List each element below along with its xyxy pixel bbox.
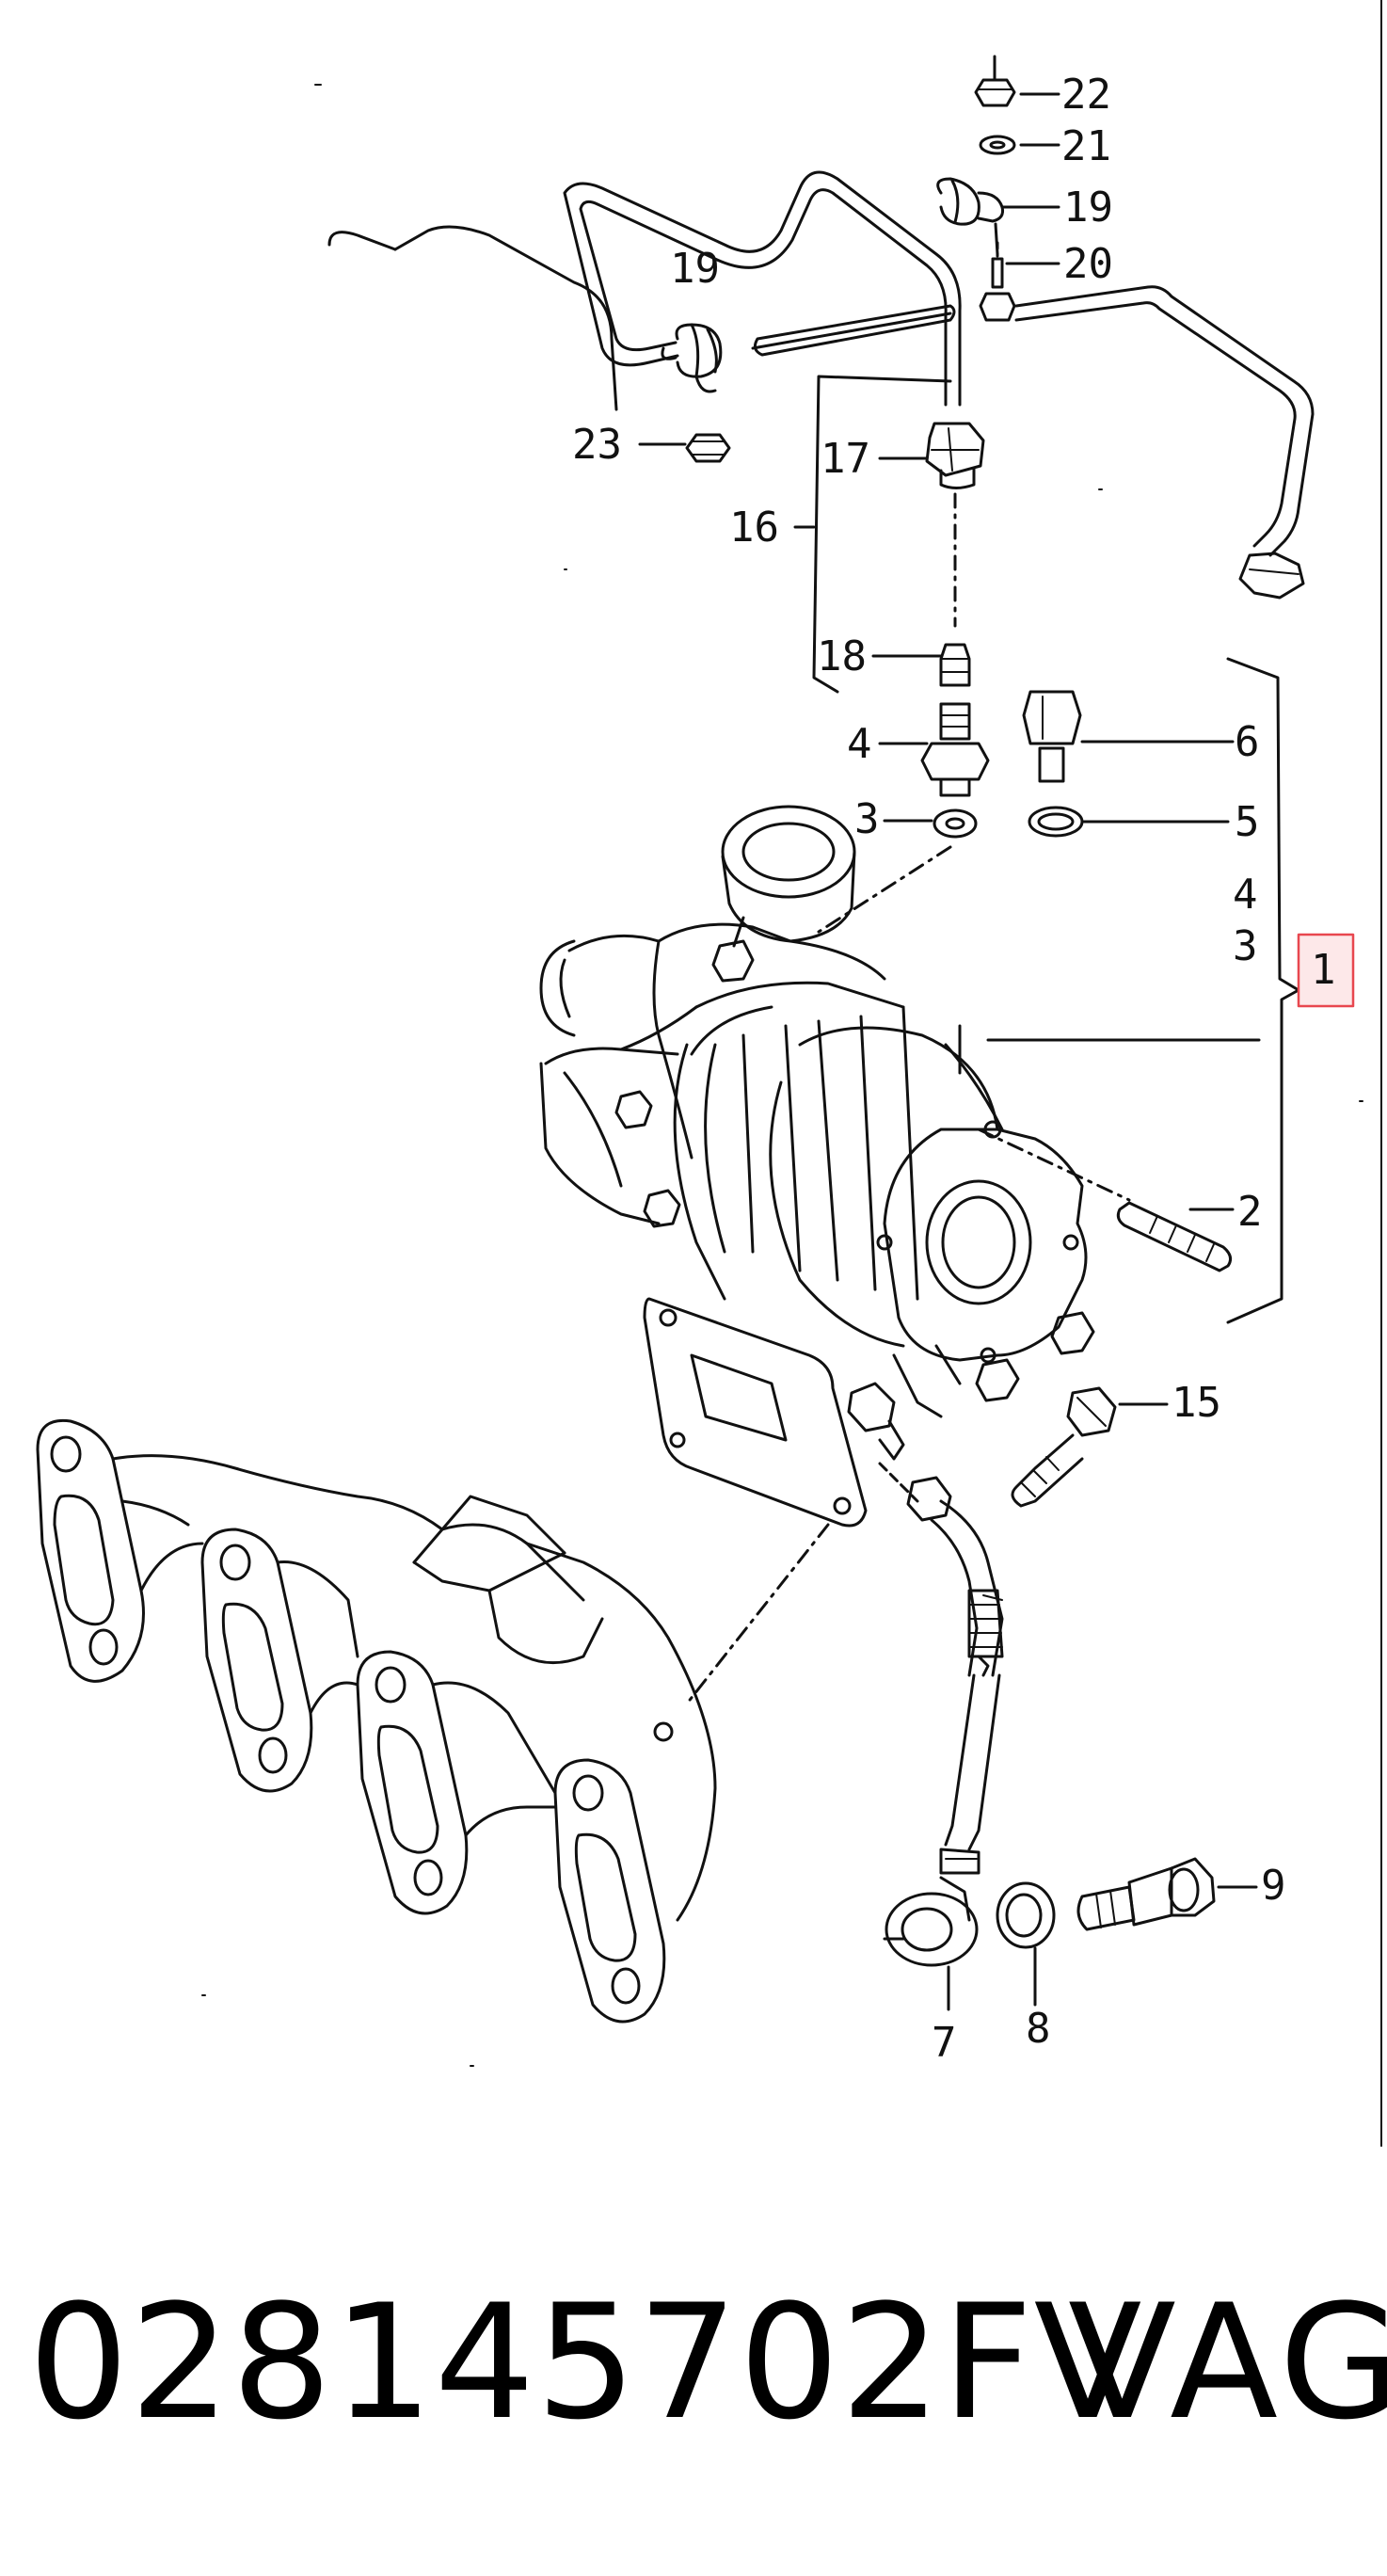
turbocharger	[539, 805, 1095, 1418]
turbo-gasket-plate	[643, 1297, 868, 1528]
callout-16: 16	[729, 504, 779, 552]
exhaust-manifold	[36, 1418, 717, 2024]
callout-20: 20	[1063, 240, 1113, 288]
nut-23	[685, 433, 731, 463]
oil-return-hose	[930, 1499, 1004, 1875]
washer-8	[996, 1881, 1056, 2007]
part-number: 028145702FV	[28, 2270, 1143, 2455]
oil-pipe-right	[1014, 285, 1315, 600]
banjo-fitting-7	[883, 1876, 979, 2011]
axis-line-3	[817, 845, 952, 934]
banjo-bolt-9	[1076, 1857, 1216, 1931]
callout-1-highlight	[1297, 933, 1355, 1008]
bolt-20	[979, 241, 1016, 322]
bolt-15	[1011, 1386, 1117, 1508]
callout-1: 1	[1311, 946, 1336, 994]
washer-5	[1028, 806, 1084, 838]
callout-21: 21	[1061, 122, 1111, 170]
nut-17	[925, 422, 985, 489]
oil-feed-pipe-upper	[327, 225, 618, 411]
callout-4: 4	[847, 720, 872, 768]
callout-9: 9	[1261, 1862, 1286, 1910]
callout-23: 23	[572, 421, 622, 469]
callout-22: 22	[1061, 71, 1111, 119]
brand-name: VAG	[1068, 2270, 1387, 2455]
callout-3: 3	[854, 795, 880, 843]
callout-8: 8	[1026, 2005, 1051, 2053]
scan-specks	[201, 84, 1363, 2067]
turbocharger-exploded-diagram: 22 21 19 20 19 23 17 16 18 4 6 3 5 4 3 1…	[36, 0, 1382, 2147]
washer-21	[979, 135, 1016, 155]
callout-18: 18	[817, 632, 867, 680]
fitting-6	[1022, 690, 1082, 783]
callout-5: 5	[1235, 798, 1260, 846]
callout-3-list: 3	[1233, 922, 1258, 970]
callout-2: 2	[1237, 1188, 1263, 1236]
nut-22	[974, 55, 1016, 107]
hose-clip-left	[661, 323, 723, 393]
callout-labels: 22 21 19 20 19 23 17 16 18 4 6 3 5 4 3 1…	[572, 71, 1336, 2067]
bracket-16	[793, 375, 952, 694]
fitting-18	[939, 643, 971, 687]
callout-6: 6	[1235, 718, 1260, 766]
stud-2	[1116, 1201, 1233, 1272]
part-footer: 028145702FV VAG	[28, 2270, 1387, 2455]
callout-19-top: 19	[1063, 184, 1113, 232]
hose-clip-top	[936, 177, 1004, 256]
axis-line-manifold	[685, 1523, 830, 1705]
oil-supply-pipe	[563, 170, 962, 407]
callout-15: 15	[1172, 1379, 1221, 1427]
callout-19-left: 19	[670, 245, 720, 293]
axis-line-2	[977, 1128, 1131, 1202]
callout-17: 17	[821, 435, 870, 483]
hose-segment	[753, 304, 956, 357]
callout-7: 7	[932, 2019, 957, 2067]
oil-return-adapter	[847, 1382, 952, 1522]
callout-4-list: 4	[1233, 871, 1258, 919]
washer-3	[933, 808, 978, 839]
union-4	[920, 702, 990, 797]
